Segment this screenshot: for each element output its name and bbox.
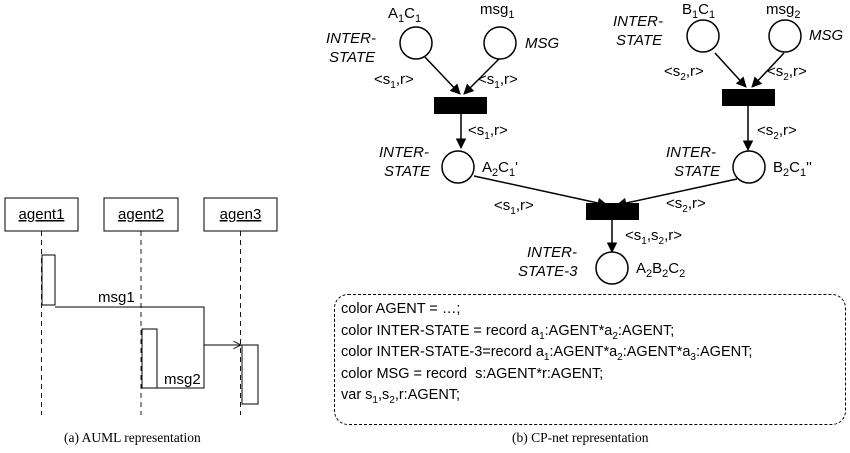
place-type: INTER- (379, 144, 429, 161)
place-name: msg2 (766, 1, 800, 21)
activation-bar (141, 328, 158, 389)
place-b1c1 (686, 19, 720, 53)
activation-bar (241, 344, 259, 405)
place-type: MSG (525, 35, 560, 52)
arc-inscription: <s1,r> (468, 122, 508, 142)
place-name: A2B2C2 (636, 260, 685, 280)
message-arrow-msg1 (55, 306, 241, 345)
declarations-box: color AGENT = …; color INTER-STATE = rec… (334, 294, 846, 425)
arc-inscription: <s1,r> (478, 71, 518, 91)
arc-inscription: <s1,s2,r> (625, 227, 682, 247)
arc (615, 178, 738, 209)
arc (463, 57, 501, 95)
place-type: MSG (809, 27, 844, 44)
place-name: msg1 (480, 1, 514, 21)
place-a1c1 (399, 26, 433, 60)
message-label: msg2 (164, 371, 201, 388)
place-type: INTER- (613, 13, 663, 30)
arc-inscription: <s2,r> (757, 122, 797, 142)
place-msg1 (483, 26, 517, 60)
place-a2b2c2 (595, 251, 629, 285)
arc (422, 54, 461, 95)
arc-inscription: <s2,r> (664, 63, 704, 83)
arc-inscription: <s2,r> (767, 63, 807, 83)
place-b2c1 (732, 150, 766, 184)
place-type: STATE (329, 49, 376, 66)
lifeline-label: agen3 (220, 206, 262, 223)
arc-inscription: <s1,r> (494, 197, 534, 217)
lifeline-agent2: agent2 (103, 197, 179, 415)
caption-cpnet: (b) CP-net representation (512, 430, 649, 445)
activation-bar (41, 254, 56, 306)
place-name: B1C1 (682, 1, 715, 21)
transition (722, 89, 775, 106)
arc-inscription: <s1,r> (374, 71, 414, 91)
declaration-line: color INTER-STATE = record a1:AGENT*a2:A… (341, 322, 675, 342)
transition (586, 203, 639, 220)
place-type: INTER- (527, 244, 577, 261)
place-name: A2C1' (482, 159, 518, 179)
declaration-line: var s1,s2,r:AGENT; (341, 387, 461, 406)
place-type: STATE (674, 163, 721, 180)
auml-diagram: agent1 agent2 agen3 msg1 msg2 (4, 197, 278, 415)
transition (434, 97, 487, 114)
arc-inscription: <s2,r> (666, 195, 706, 215)
message-label: msg1 (98, 289, 135, 306)
declaration-line: color MSG = record s:AGENT*r:AGENT; (341, 365, 604, 382)
place-type: INTER- (326, 30, 376, 47)
place-msg2 (768, 19, 802, 53)
arc (714, 52, 747, 88)
declaration-line: color INTER-STATE-3=record a1:AGENT*a2:A… (341, 344, 753, 363)
caption-auml: (a) AUML representation (64, 430, 201, 445)
lifeline-agen3: agen3 (203, 197, 278, 415)
place-type: STATE-3 (518, 263, 578, 280)
place-type: INTER- (666, 144, 716, 161)
message-arrow-msg2 (157, 345, 205, 389)
place-name: A1C1 (388, 5, 421, 25)
place-a2c1 (441, 150, 475, 184)
place-type: STATE (616, 32, 663, 49)
cpnet-diagram: A1C1 msg1 B1C1 msg2 A2C1' B2C1'' A2B2C2 … (326, 1, 844, 285)
declaration-line: color AGENT = …; (341, 301, 461, 317)
place-type: STATE (384, 163, 431, 180)
arc (751, 52, 785, 88)
place-name: B2C1'' (773, 159, 812, 179)
lifeline-label: agent1 (19, 206, 65, 223)
lifeline-label: agent2 (118, 206, 164, 223)
lifeline-agent1: agent1 (4, 197, 79, 415)
arc (473, 175, 609, 209)
